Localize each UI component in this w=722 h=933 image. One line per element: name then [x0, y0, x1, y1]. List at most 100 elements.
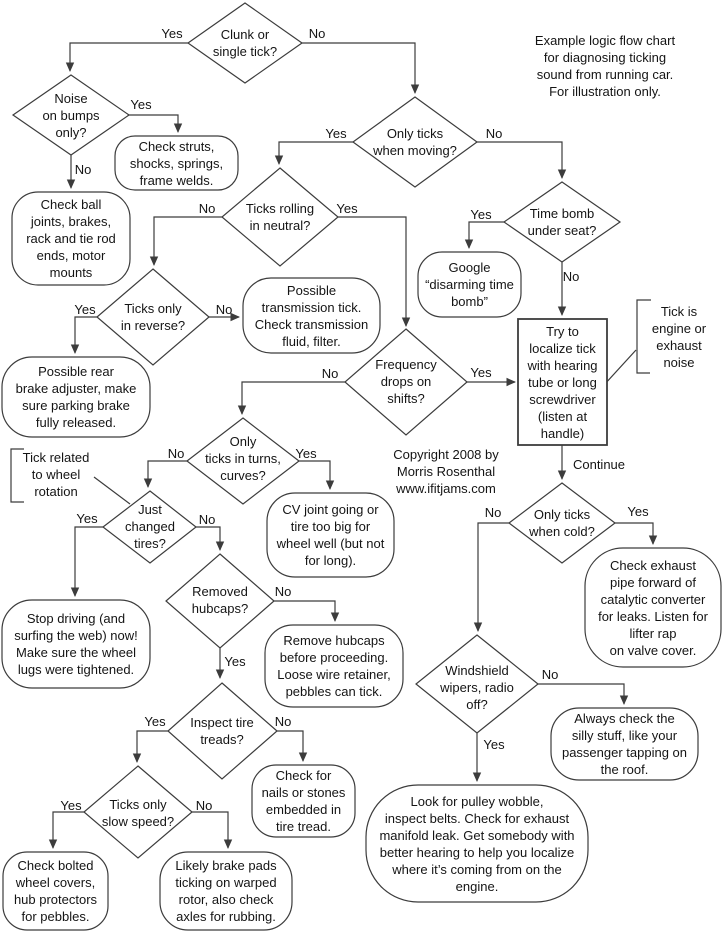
diamond-cold — [508, 482, 616, 564]
box-localize — [517, 318, 608, 446]
edge-moving-no — [477, 141, 567, 179]
label-hubcaps-no: No — [274, 583, 292, 599]
action-localize-text: Try to localize tick with hearing tube o… — [527, 323, 598, 441]
label-noise-yes: Yes — [130, 96, 152, 112]
action-bolted-text: Check bolted wheel covers, hub protector… — [13, 858, 98, 924]
label-windshield-yes: Yes — [483, 736, 505, 752]
edge-clunk-yes — [65, 42, 188, 72]
decision-changed-text: Just changed tires? — [125, 502, 175, 551]
label-timebomb-yes: Yes — [470, 206, 492, 222]
edge-windshield-no — [538, 683, 629, 705]
decision-cold-text: Only ticks when cold? — [529, 507, 595, 539]
diamond-noise — [11, 74, 131, 156]
label-slow-no: No — [195, 797, 213, 813]
action-ball-text: Check ball joints, brakes, rack and tie … — [26, 197, 116, 280]
label-continue: Continue — [572, 456, 626, 472]
edge-frequency-no — [237, 381, 345, 415]
label-changed-no: No — [198, 511, 216, 527]
diamond-rolling — [221, 167, 339, 267]
action-brakepads-text: Likely brake pads ticking on warped roto… — [175, 858, 277, 924]
label-clunk-yes: Yes — [161, 25, 183, 41]
action-stopdriving-text: Stop driving (and surfing the web) now! … — [14, 611, 138, 677]
engine-note-text: Tick is engine or exhaust noise — [651, 304, 707, 370]
diamond-hubcaps — [165, 553, 275, 649]
edge-rolling-no — [149, 216, 222, 266]
connector-group — [10, 42, 658, 849]
edge-cold-yes — [615, 522, 658, 545]
box-removehubcaps — [264, 624, 404, 708]
decision-timebomb-text: Time bomb under seat? — [527, 206, 597, 238]
decision-moving-text: Only ticks when moving? — [373, 126, 457, 158]
leader-wheel-note — [93, 476, 131, 505]
decision-noise-text: Noise on bumps only? — [42, 91, 100, 140]
decision-clunk-text: Clunk or single tick? — [212, 27, 278, 59]
label-changed-yes: Yes — [76, 510, 98, 526]
box-exhaust — [584, 547, 722, 668]
diamond-timebomb — [502, 181, 622, 263]
label-timebomb-no: No — [562, 268, 580, 284]
box-transmission — [242, 277, 381, 354]
box-cvjoint — [266, 492, 395, 578]
label-moving-no: No — [485, 125, 503, 141]
label-windshield-no: No — [541, 666, 559, 682]
edge-timebomb-yes — [464, 221, 504, 249]
label-inspect-yes: Yes — [144, 713, 166, 729]
edge-slow-yes — [48, 811, 84, 849]
decision-hubcaps-text: Removed hubcaps? — [191, 584, 249, 616]
box-google — [417, 251, 522, 318]
label-cold-no: No — [484, 504, 502, 520]
label-turns-no: No — [167, 445, 185, 461]
diamond-clunk — [186, 2, 304, 84]
edge-moving-yes — [274, 141, 353, 165]
action-rearbrake-text: Possible rear brake adjuster, make sure … — [15, 364, 137, 430]
action-nails-text: Check for nails or stones embedded in ti… — [261, 768, 346, 834]
label-reverse-yes: Yes — [74, 301, 96, 317]
decision-slow-text: Ticks only slow speed? — [101, 797, 175, 829]
edge-clunk-no — [302, 42, 420, 94]
edge-rolling-yes — [338, 216, 411, 327]
label-clunk-no: No — [308, 25, 326, 41]
bracket-wheel-note — [10, 448, 24, 503]
diamond-reverse — [96, 268, 210, 366]
label-rolling-yes: Yes — [336, 200, 358, 216]
label-inspect-no: No — [274, 713, 292, 729]
edge-inspect-no — [277, 730, 308, 762]
action-transmission-text: Possible transmission tick. Check transm… — [254, 282, 369, 349]
box-nails — [251, 764, 356, 838]
leader-engine-note — [603, 349, 637, 386]
edge-changed-yes — [70, 526, 103, 597]
edge-cold-no — [473, 522, 509, 632]
action-cvjoint-text: CV joint going or tire too big for wheel… — [276, 502, 385, 568]
box-ball — [11, 191, 131, 286]
decision-frequency-text: Frequency drops on shifts? — [375, 357, 437, 406]
box-bolted — [2, 851, 109, 931]
diamond-inspect — [167, 682, 278, 780]
action-exhaust-text: Check exhaust pipe forward of catalytic … — [598, 557, 708, 658]
decision-turns-text: Only ticks in turns, curves? — [205, 434, 281, 483]
wheel-note-text: Tick related to wheel rotation — [22, 450, 90, 499]
label-noise-no: No — [74, 161, 92, 177]
action-pulley-text: Look for pulley wobble, inspect belts. C… — [379, 793, 575, 894]
decision-inspect-text: Inspect tire treads? — [190, 715, 254, 747]
diamond-slow — [83, 765, 193, 859]
edge-hubcaps-no — [274, 600, 340, 622]
box-pulley — [365, 784, 589, 903]
action-struts-text: Check struts, shocks, springs, frame wel… — [129, 138, 224, 188]
box-struts — [114, 135, 239, 191]
edge-noise-yes — [127, 114, 183, 133]
edge-inspect-yes — [132, 730, 168, 763]
label-rolling-no: No — [198, 200, 216, 216]
edge-turns-no — [143, 460, 187, 488]
diamond-frequency — [344, 328, 468, 436]
copyright-text: Copyright 2008 by Morris Rosenthal www.i… — [393, 447, 499, 496]
diamond-windshield — [415, 634, 539, 734]
label-turns-yes: Yes — [295, 445, 317, 461]
label-slow-yes: Yes — [60, 797, 82, 813]
label-reverse-no: No — [215, 301, 233, 317]
diamond-moving — [351, 96, 479, 188]
diamond-turns — [186, 417, 300, 505]
label-frequency-no: No — [321, 365, 339, 381]
